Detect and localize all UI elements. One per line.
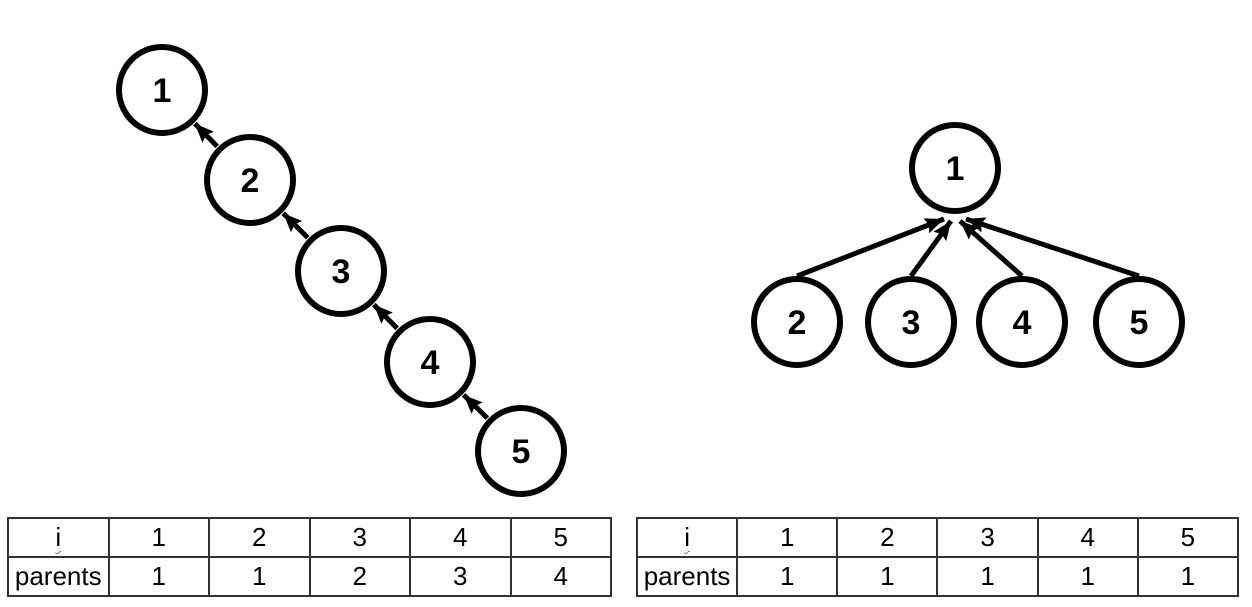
chain-parents-table: i 1 2 3 4 5 parents 1 1 2 3 4 [7, 517, 612, 597]
parents-row-label: parents [7, 556, 110, 597]
parent-edge-3-to-1 [908, 219, 954, 278]
table-cell: 1 [107, 556, 210, 597]
table-cell: 1 [1136, 556, 1240, 597]
tree-node-5 [1093, 276, 1185, 368]
node-label-5: 5 [512, 433, 531, 471]
index-row-header-cell: i [635, 517, 739, 558]
table-cell: 1 [1036, 556, 1139, 597]
parent-edge-5-to-1 [965, 216, 1140, 279]
tree-node-5 [475, 405, 567, 497]
table-cell: 2 [208, 517, 311, 558]
index-row-label: i [55, 522, 62, 552]
index-row-label: i [684, 522, 690, 552]
table-cell: 2 [836, 517, 939, 558]
parents-row: parents 1 1 2 3 4 [7, 556, 612, 597]
node-label-1: 1 [153, 72, 172, 110]
table-cell: 1 [208, 556, 311, 597]
parents-row-label: parents [635, 556, 739, 597]
table-cell: 3 [936, 517, 1039, 558]
table-cell: 1 [736, 517, 839, 558]
parent-edge-3-to-2 [281, 211, 310, 240]
table-cell: 4 [509, 556, 612, 597]
star-tree-diagram: 1 2 3 4 5 [751, 122, 1185, 368]
parents-row: parents 1 1 1 1 1 [635, 556, 1240, 597]
table-cell: 3 [308, 517, 411, 558]
index-row-header-cell: i [7, 517, 110, 558]
node-label-5: 5 [1130, 304, 1149, 342]
node-label-1: 1 [946, 150, 965, 188]
node-label-3: 3 [332, 253, 351, 291]
tree-node-2 [751, 276, 843, 368]
tree-node-4 [976, 276, 1068, 368]
table-cell: 4 [1036, 517, 1139, 558]
tree-node-3 [295, 225, 387, 317]
tree-node-4 [384, 316, 476, 408]
table-cell: 4 [409, 517, 512, 558]
table-cell: 1 [736, 556, 839, 597]
table-cell: 5 [1136, 517, 1240, 558]
table-cell: 1 [107, 517, 210, 558]
node-label-4: 4 [1013, 304, 1032, 342]
tree-node-2 [204, 134, 296, 226]
node-label-4: 4 [421, 344, 440, 382]
table-cell: 2 [308, 556, 411, 597]
parent-edge-2-to-1 [193, 121, 219, 149]
index-row: i 1 2 3 4 5 [7, 517, 612, 558]
tree-node-1 [116, 44, 208, 136]
table-cell: 5 [509, 517, 612, 558]
node-label-2: 2 [241, 162, 260, 200]
node-label-2: 2 [788, 304, 807, 342]
chain-tree-diagram: 1 2 3 4 5 [116, 44, 567, 497]
parent-edge-5-to-4 [461, 393, 490, 420]
tree-node-1 [909, 122, 1001, 214]
tree-node-3 [865, 276, 957, 368]
node-label-3: 3 [902, 304, 921, 342]
table-cell: 1 [836, 556, 939, 597]
parent-edge-2-to-1 [796, 216, 945, 279]
index-row: i 1 2 3 4 5 [635, 517, 1240, 558]
parent-edge-4-to-3 [372, 302, 399, 331]
star-parents-table: i 1 2 3 4 5 parents 1 1 1 1 1 [635, 517, 1240, 597]
table-cell: 3 [409, 556, 512, 597]
table-cell: 1 [936, 556, 1039, 597]
